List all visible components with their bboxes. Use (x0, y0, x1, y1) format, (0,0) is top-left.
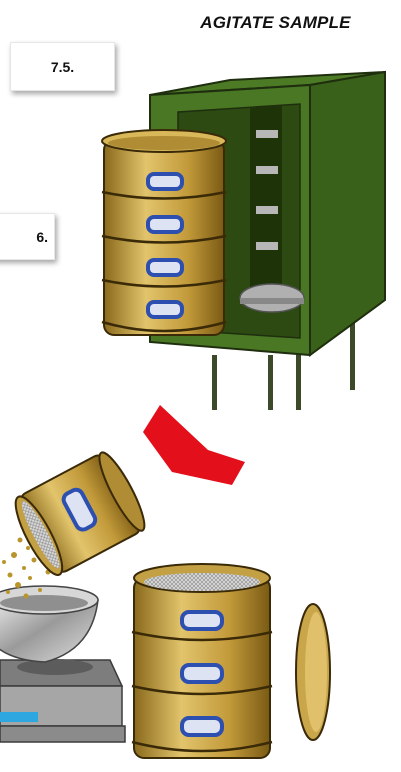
shaker-slot (256, 206, 278, 214)
sieve-handle (148, 174, 182, 189)
sieve-handle (148, 302, 182, 317)
sieve-lid-highlight (305, 612, 327, 732)
shaker-leg (268, 355, 273, 410)
shaker-slot (256, 242, 278, 250)
shaker-leg (212, 355, 217, 410)
shaker-leg (350, 320, 355, 390)
scale-base (0, 726, 125, 742)
sieve-stack-lid-inner (108, 136, 220, 150)
bowl-inside (0, 595, 88, 611)
mixing-bowl (0, 586, 98, 662)
sieve-stack-bottom (132, 564, 272, 758)
shaker-base-rim (240, 298, 304, 304)
sieve-handle (148, 217, 182, 232)
sieve-stack-top (102, 130, 226, 335)
sieve-lid (296, 604, 330, 740)
sieve-handle (182, 665, 222, 682)
sieve-handle (148, 260, 182, 275)
scale-pan (17, 659, 93, 675)
shaker-slot (256, 166, 278, 174)
sieve-mesh (144, 573, 260, 591)
tilted-sieve (8, 448, 152, 580)
red-arrow-icon (143, 405, 245, 485)
shaker-leg (296, 350, 301, 410)
scale-display (0, 712, 38, 722)
balance-scale (0, 659, 125, 742)
shaker-slot (256, 130, 278, 138)
sieve-handle (182, 612, 222, 629)
sieve-handle (182, 718, 222, 735)
shaker-side (310, 72, 385, 355)
